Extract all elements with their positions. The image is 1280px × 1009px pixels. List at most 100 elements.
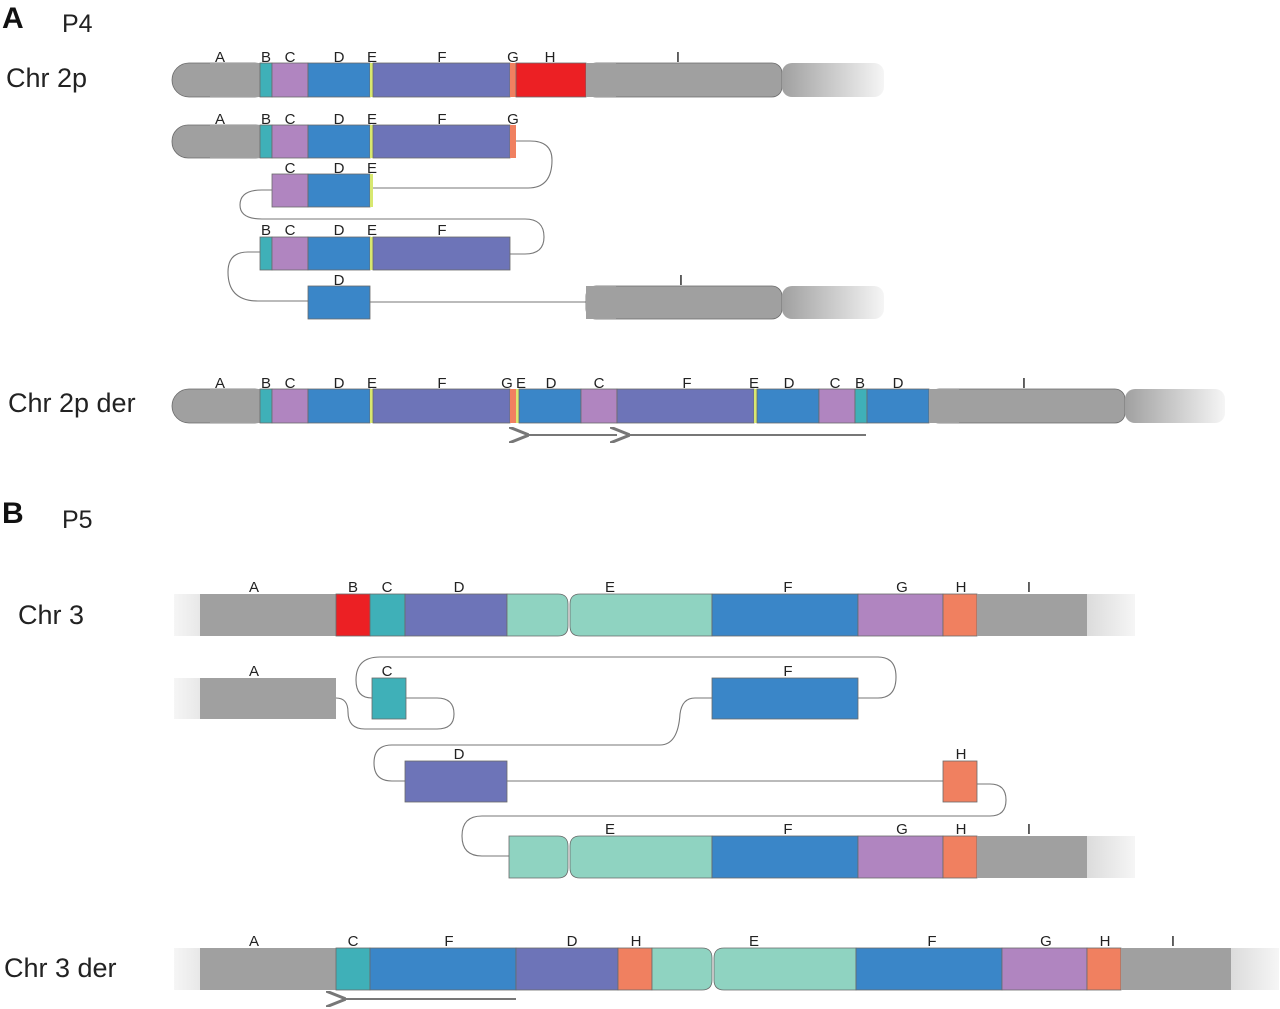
chr3-fragment-3: E F G H I [508,821,1135,879]
segment-d [307,285,371,320]
panel-b: B P5 Chr 3 A B C D E F G H I [2,497,1279,999]
label-i: I [1022,375,1026,392]
label-f: F [437,222,446,239]
panel-a-patient: P4 [62,10,93,38]
label-f: F [783,663,792,680]
segment-f [372,124,511,159]
join-loop-c [335,697,455,730]
segment-h [942,835,978,879]
label-d: D [334,375,345,392]
segment-b [259,124,273,159]
chr3-der-name: Chr 3 der [4,953,117,983]
chr2p-der-row: Chr 2p der A B C D E F [8,375,1225,435]
segment-f [372,388,511,424]
label-f: F [682,375,691,392]
segment-g [510,63,516,97]
segment-d [404,593,508,637]
label-f: F [927,933,936,950]
label-a: A [249,663,259,680]
segment-f [711,835,859,879]
chr3-fragment-2: D H [404,746,978,803]
segment-f [372,62,511,98]
segment-c [369,593,406,637]
segment-c [580,388,618,424]
chr2p-fragment-3: B C D E F [259,222,511,271]
segment-i-fill [586,63,616,97]
label-h: H [631,933,642,950]
label-b: B [261,111,271,128]
label-h: H [956,746,967,763]
label-b: B [261,222,271,239]
label-e: E [367,222,377,239]
label-i: I [1027,821,1031,838]
label-f: F [437,111,446,128]
chr3-row: Chr 3 A B C D E F G H I [18,579,1135,637]
segment-g [857,593,944,637]
label-e: E [516,375,526,392]
label-h: H [545,49,556,66]
label-e: E [367,160,377,177]
panel-a: A P4 Chr 2p A B C D E F G H I [2,2,1225,435]
segment-i-fill [977,836,1087,878]
segment-e-left [508,835,569,879]
panel-b-letter: B [2,497,24,530]
label-h: H [956,579,967,596]
segment-h [1086,947,1122,991]
segment-a-fill [200,948,336,990]
segment-e-left [506,593,569,637]
join-loop-3 [227,251,308,302]
label-a: A [215,111,225,128]
segment-a-fill [210,125,262,158]
segment-d [307,236,371,271]
label-e: E [749,375,759,392]
segment-f [711,593,859,637]
panel-b-patient: P5 [62,506,93,534]
segment-e [370,237,373,270]
label-c: C [830,375,841,392]
join-loop-f [355,656,897,699]
label-d: D [334,160,345,177]
segment-e-right [569,593,713,637]
label-c: C [285,49,296,66]
segment-g [857,835,944,879]
label-d: D [334,272,345,289]
label-c: C [594,375,605,392]
segment-i-end [782,63,884,97]
segment-d [518,388,582,424]
label-f: F [783,821,792,838]
label-d: D [893,375,904,392]
label-e: E [605,579,615,596]
label-d: D [454,579,465,596]
label-b: B [855,375,865,392]
segment-f [369,947,517,991]
label-g: G [1040,933,1052,950]
label-c: C [382,579,393,596]
join-loop-1 [373,140,553,189]
label-d: D [334,49,345,66]
segment-c [271,388,309,424]
label-g: G [507,49,519,66]
label-e: E [749,933,759,950]
segment-g [1001,947,1088,991]
label-e: E [605,821,615,838]
segment-h [942,760,978,803]
segment-c [335,947,371,991]
panel-a-letter: A [2,2,24,35]
segment-d [307,62,371,98]
join-loop-d [373,697,712,782]
label-d: D [784,375,795,392]
segment-i-fill [1121,948,1231,990]
label-a: A [249,933,259,950]
label-i: I [676,49,680,66]
segment-c [271,173,309,208]
label-d: D [334,222,345,239]
segment-e [516,389,519,423]
label-h: H [956,821,967,838]
segment-e [370,125,373,158]
label-c: C [382,663,393,680]
segment-a-fill [200,678,336,719]
segment-c [371,677,407,720]
segment-g [510,125,516,158]
segment-d [866,388,930,424]
label-f: F [444,933,453,950]
